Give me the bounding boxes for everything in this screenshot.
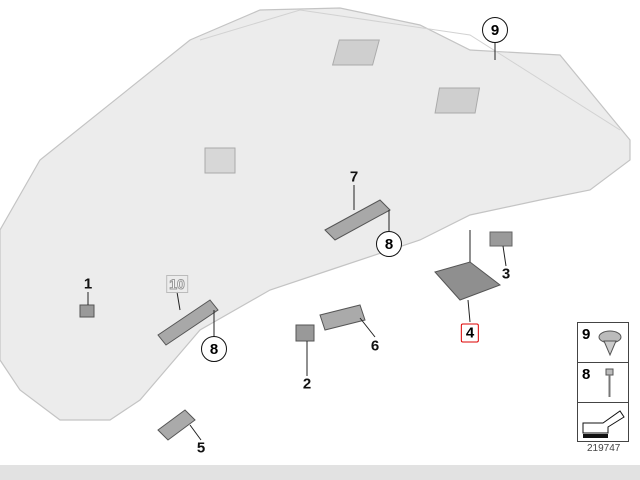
part-7-bracket — [324, 199, 391, 241]
roof-opening — [434, 87, 481, 114]
callout-7[interactable]: 7 — [349, 168, 359, 186]
part-2-clip — [295, 324, 315, 342]
leader-lines — [87, 42, 507, 441]
legend-label-9: 9 — [582, 326, 591, 343]
expanding-rivet-icon — [598, 330, 622, 357]
part-1-clip — [79, 304, 95, 318]
callout-8-left[interactable]: 8 — [201, 336, 227, 362]
part-5-handle — [157, 409, 196, 441]
callout-8-right[interactable]: 8 — [376, 231, 402, 257]
diagram-number: 219747 — [587, 443, 621, 454]
callout-5[interactable]: 5 — [196, 439, 206, 457]
callout-2[interactable]: 2 — [302, 375, 312, 393]
direction-arrow-icon — [582, 410, 625, 438]
part-4-pad — [434, 261, 502, 301]
callout-1[interactable]: 1 — [83, 275, 93, 293]
legend-item-9[interactable]: 9 — [578, 323, 628, 363]
part-3-clip — [489, 231, 513, 247]
headliner-shape — [0, 7, 631, 421]
fastener-legend: 9 8 — [577, 322, 629, 442]
bottom-bar — [0, 465, 640, 480]
legend-arrow — [578, 403, 628, 442]
callout-6[interactable]: 6 — [370, 337, 380, 355]
part-6-handle — [319, 304, 366, 331]
callout-3[interactable]: 3 — [501, 265, 511, 283]
legend-label-8: 8 — [582, 366, 591, 383]
headliner-edge — [199, 9, 621, 131]
dome-light-opening — [204, 147, 236, 174]
callout-10[interactable]: 10 — [166, 275, 188, 293]
roof-opening — [331, 39, 380, 66]
callout-9[interactable]: 9 — [482, 17, 508, 43]
legend-item-8[interactable]: 8 — [578, 363, 628, 403]
callout-4-highlighted[interactable]: 4 — [460, 323, 480, 343]
screw-pin-icon — [605, 368, 614, 397]
part-10-bracket — [157, 299, 219, 346]
